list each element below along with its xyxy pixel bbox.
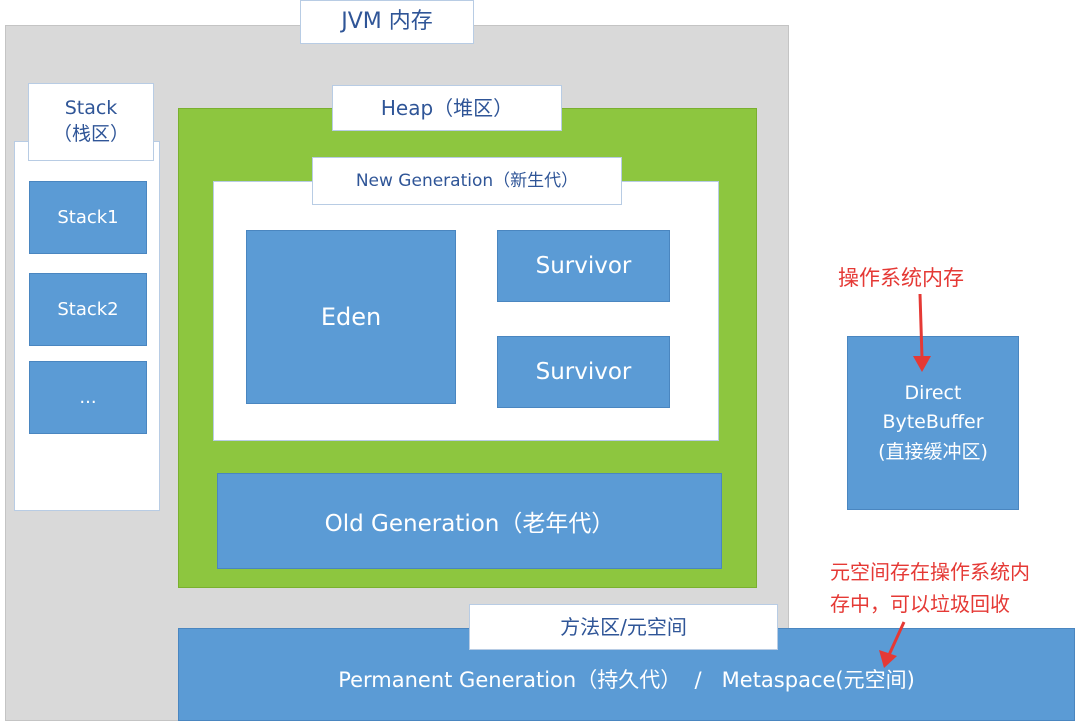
jvm-memory-title: JVM 内存	[300, 0, 474, 44]
direct-line1: Direct	[904, 381, 962, 404]
stack-item-2: Stack2	[29, 273, 147, 346]
metaspace-arrow	[887, 621, 906, 656]
stack-title-line2: （栈区）	[52, 123, 129, 145]
direct-bytebuffer-block: Direct ByteBuffer (直接缓冲区)	[847, 336, 1019, 510]
metaspace-arrowhead	[879, 650, 897, 668]
os-memory-annotation: 操作系统内存	[838, 266, 964, 290]
stack-title: Stack （栈区）	[28, 83, 154, 161]
metaspace-annotation: 元空间存在操作系统内 存中，可以垃圾回收	[830, 556, 1075, 626]
heap-title: Heap（堆区）	[332, 85, 562, 131]
metaspace-annotation-line1: 元空间存在操作系统内	[830, 560, 1030, 584]
method-area-tab: 方法区/元空间	[469, 604, 778, 650]
os-memory-arrowhead	[913, 356, 931, 372]
stack-item-ellipsis: ...	[29, 361, 147, 434]
survivor-block-2: Survivor	[497, 336, 670, 408]
old-generation-block: Old Generation（老年代）	[217, 473, 722, 569]
survivor-block-1: Survivor	[497, 230, 670, 302]
eden-block: Eden	[246, 230, 456, 404]
os-memory-arrow	[918, 293, 924, 359]
new-generation-title: New Generation（新生代）	[312, 157, 622, 205]
stack-title-line1: Stack	[64, 97, 118, 120]
metaspace-annotation-line2: 存中，可以垃圾回收	[830, 592, 1010, 616]
stack-item-1: Stack1	[29, 181, 147, 254]
direct-line3: (直接缓冲区)	[878, 440, 988, 463]
direct-line2: ByteBuffer	[882, 411, 984, 434]
